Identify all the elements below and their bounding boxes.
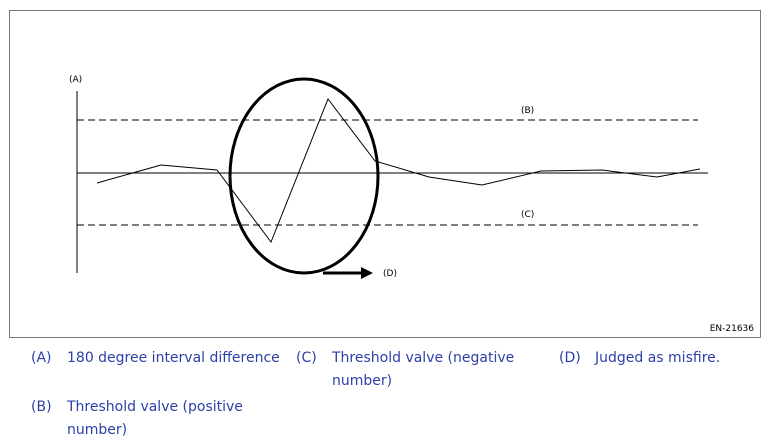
legend-key-d: (D)	[559, 350, 581, 366]
label-c: (C)	[521, 210, 534, 220]
legend-item-c: (C) Threshold valve (negative number)	[296, 347, 541, 393]
label-d: (D)	[383, 269, 397, 279]
label-a: (A)	[69, 75, 82, 85]
figure-frame: (A) (B) (C) (D) EN-21636	[9, 10, 761, 338]
legend-key-a: (A)	[31, 350, 52, 366]
figure-code: EN-21636	[709, 324, 754, 334]
legend-text-a: 180 degree interval difference	[67, 350, 280, 366]
misfire-diagram: (A) (B) (C) (D)	[69, 75, 708, 279]
legend-item-b: (B) Threshold valve (positive number)	[31, 396, 271, 442]
legend-item-d: (D) Judged as misfire.	[559, 347, 759, 370]
legend-item-a: (A) 180 degree interval difference	[31, 347, 291, 370]
legend-key-c: (C)	[296, 350, 317, 366]
label-b: (B)	[521, 106, 534, 116]
misfire-highlight-ellipse	[228, 77, 380, 275]
legend-key-b: (B)	[31, 399, 52, 415]
legend-text-d: Judged as misfire.	[595, 350, 721, 366]
legend-text-b: Threshold valve (positive number)	[67, 399, 243, 438]
signal-waveform	[96, 97, 701, 244]
misfire-arrow-head	[361, 267, 373, 279]
legend-text-c: Threshold valve (negative number)	[332, 350, 515, 389]
